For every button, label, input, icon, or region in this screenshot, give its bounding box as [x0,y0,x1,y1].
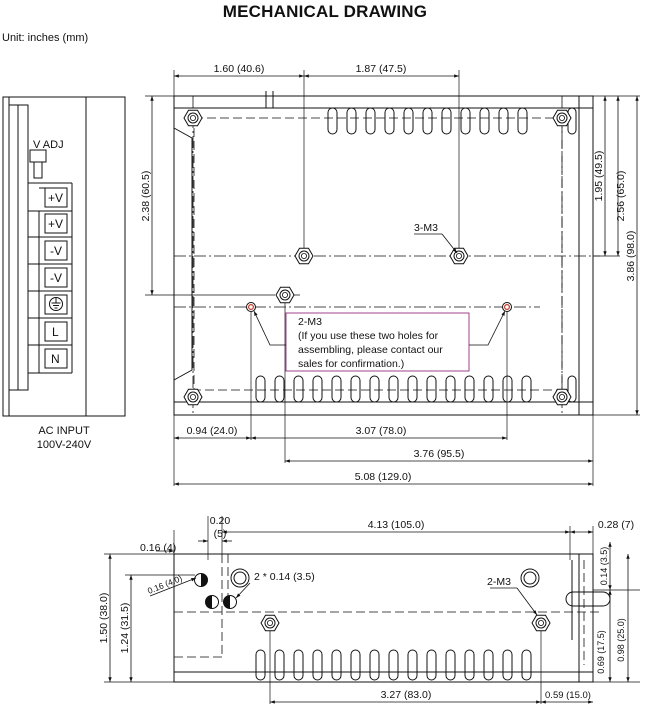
dim-014-vertical: 0.14 (3.5) [599,547,609,586]
dim-5: (5) [214,528,227,540]
optional-hole-icon [501,301,513,313]
note-box [285,312,470,372]
side-m3-hole-icon [260,614,280,632]
dim-bottom-1: 0.94 (24.0) [187,425,238,437]
dim-width-1: 1.60 (40.6) [214,63,265,75]
dim-height-1: 1.95 (49.5) [593,151,605,202]
side-view-outline [173,553,611,683]
ac-input-voltage: 100V-240V [37,439,92,451]
note-title: 2-M3 [298,316,322,328]
terminal-side-view [2,96,126,417]
unit-label: Unit: inches (mm) [2,32,89,44]
note-line-2: assembling, please contact our [298,344,443,356]
corner-screw-icon [552,388,572,406]
m3-hole-icon [449,247,469,265]
dim-413: 4.13 (105.0) [368,519,425,531]
dim-028: 0.28 (7) [598,519,634,531]
corner-screw-icon [183,109,203,127]
label-3m3: 3-M3 [414,222,438,234]
dim-bottom-4: 5.08 (129.0) [355,471,412,483]
dim-327: 3.27 (83.0) [381,689,432,701]
note-line-3: sales for confirmation.) [298,358,404,370]
side-label-2m3: 2-M3 [487,576,511,588]
dim-020: 0.20 [210,515,231,527]
dim-height-3: 3.86 (98.0) [625,231,637,282]
corner-screw-icon [183,388,203,406]
dim-width-2: 1.87 (47.5) [356,63,407,75]
terminal-neutral: N [51,352,60,366]
dim-059: 0.59 (15.0) [545,690,591,701]
terminal-pos2: +V [48,217,63,231]
terminal-pos1: +V [48,191,63,205]
dim-bottom-2: 3.07 (78.0) [356,425,407,437]
dim-height-left: 2.38 (60.5) [140,171,152,222]
terminal-neg2: -V [50,271,62,285]
top-view-outline [173,91,594,416]
vadj-label: V ADJ [33,139,64,151]
dim-124: 1.24 (31.5) [119,603,131,654]
side-m3-hole-icon [531,614,551,632]
m3-hole-icon [294,247,314,265]
dim-bottom-3: 3.76 (95.5) [414,448,465,460]
page-title: MECHANICAL DRAWING [222,2,428,21]
optional-hole-icon [245,301,257,313]
terminal-holes [194,573,237,609]
m3-hole-icon [275,286,295,304]
ac-input-label: AC INPUT [38,425,90,437]
terminal-neg1: -V [50,244,62,258]
terminal-line: L [52,325,59,339]
corner-screw-icon [552,109,572,127]
dim-016: 0.16 (4) [140,542,176,554]
dim-150: 1.50 (38.0) [98,593,110,644]
dim-016-diag: 0.16 (4.0) [146,573,184,596]
note-line-1: (If you use these two holes for [298,330,439,342]
top-view-hidden-lines [174,96,600,415]
dim-height-2: 2.56 (65.0) [615,171,627,222]
dim-2x014: 2 * 0.14 (3.5) [254,571,315,583]
dim-098: 0.98 (25.0) [616,618,626,662]
dim-069: 0.69 (17.5) [596,630,606,674]
